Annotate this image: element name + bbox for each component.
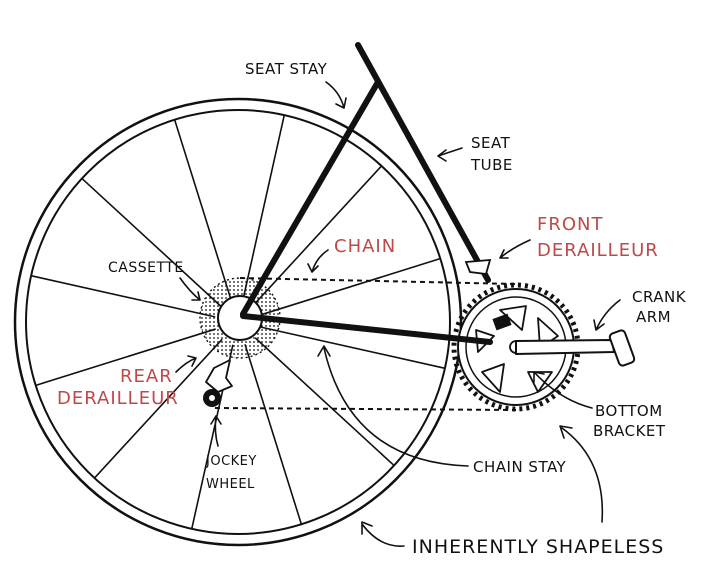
label-rear-derailleur-2: DERAILLEUR xyxy=(57,388,179,409)
wheel-spokes xyxy=(31,115,445,529)
label-cassette: CASSETTE xyxy=(108,260,184,276)
label-chain-stay: CHAIN STAY xyxy=(473,458,567,476)
arrow-bottom-bracket xyxy=(533,371,593,409)
chain-stay xyxy=(240,313,493,345)
label-seat-stay: SEAT STAY xyxy=(245,60,328,78)
label-seat-tube-1: SEAT xyxy=(471,134,511,152)
spoke xyxy=(35,328,216,386)
arrow-chain xyxy=(307,249,329,273)
arrow-inherently-shapeless-right xyxy=(559,425,604,523)
front-derailleur xyxy=(464,258,492,275)
label-crank-arm-2: ARM xyxy=(636,308,671,326)
label-front-derailleur-1: FRONT xyxy=(537,214,604,235)
arrow-seat-stay xyxy=(325,81,347,109)
label-crank-arm-1: CRANK xyxy=(632,288,687,306)
arrow-front-derailleur xyxy=(499,239,531,259)
spoke xyxy=(260,258,441,316)
spoke xyxy=(31,275,216,318)
rear-derailleur xyxy=(203,359,233,407)
chain xyxy=(214,277,517,411)
label-rear-derailleur-1: REAR xyxy=(120,366,173,387)
chain-upper-run xyxy=(239,277,517,285)
arrow-chain-stay xyxy=(317,345,469,467)
chainring-bolt-black xyxy=(492,313,512,331)
spoke xyxy=(174,119,232,300)
spoke xyxy=(94,338,223,479)
arrow-seat-tube xyxy=(437,147,463,162)
spoke xyxy=(254,337,395,466)
label-bottom-bracket-2: BRACKET xyxy=(593,422,666,440)
label-seat-tube-2: TUBE xyxy=(470,156,513,174)
label-jockey-wheel-1: JOCKEY xyxy=(205,454,257,469)
rear-wheel xyxy=(13,97,463,547)
spoke xyxy=(244,344,302,525)
labels: SEAT STAY SEAT TUBE CHAIN FRONT DERAILLE… xyxy=(57,60,687,558)
cassette xyxy=(199,277,281,359)
wheel-rim-outer xyxy=(13,97,463,547)
spoke xyxy=(242,115,285,300)
spoke xyxy=(253,165,382,306)
arrow-cassette xyxy=(179,277,201,301)
label-chain: CHAIN xyxy=(334,236,396,257)
arrow-rear-derailleur xyxy=(175,355,197,373)
spoke xyxy=(260,326,445,369)
spoke xyxy=(81,178,222,307)
label-front-derailleur-2: DERAILLEUR xyxy=(537,240,659,261)
arrow-inherently-shapeless-left xyxy=(361,521,405,547)
label-jockey-wheel-2: WHEEL xyxy=(206,477,255,492)
arrow-jockey-wheel xyxy=(210,415,222,447)
seat-stay xyxy=(240,79,381,317)
bike-frame xyxy=(240,42,493,345)
chain-lower-run xyxy=(214,407,517,411)
pedal xyxy=(608,329,636,367)
arrow-crank-arm xyxy=(593,299,621,331)
crank-arm xyxy=(515,329,636,367)
annotation-arrows xyxy=(175,81,621,547)
label-inherently-shapeless: INHERENTLY SHAPELESS xyxy=(412,536,664,558)
wheel-rim-inner xyxy=(25,109,451,535)
label-bottom-bracket-1: BOTTOM xyxy=(595,402,663,420)
